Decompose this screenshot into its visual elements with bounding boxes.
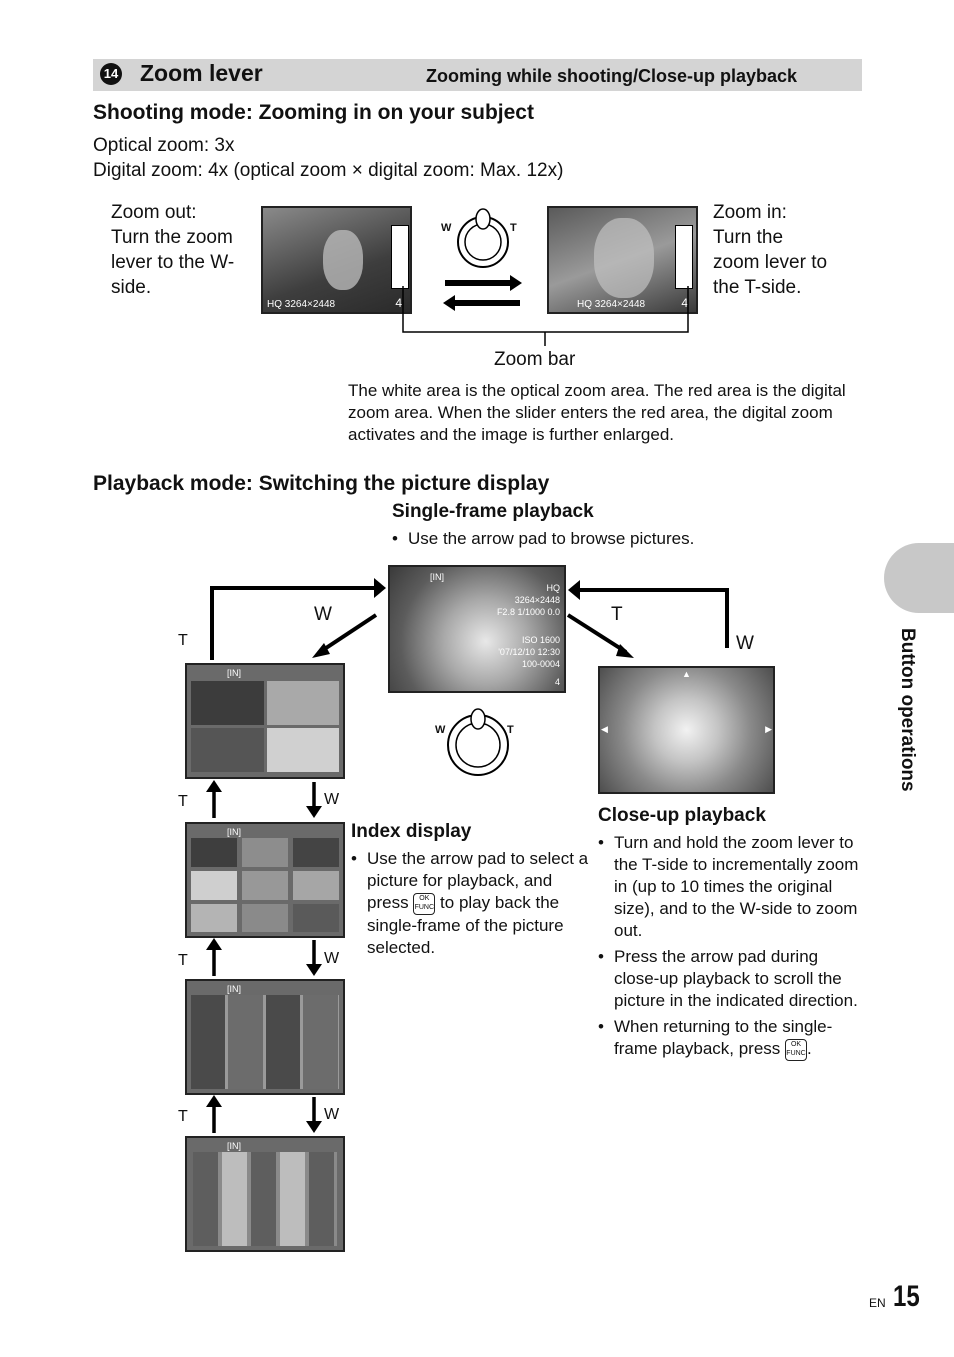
section-number: 14 (100, 63, 122, 85)
arrow-w-label: W (314, 604, 332, 625)
closeup-screen: ▲ ◀ ▶ (598, 666, 775, 794)
zoom-lever-icon (447, 708, 509, 776)
single-frame-list: Use the arrow pad to browse pictures. (392, 528, 792, 554)
digital-zoom-text: Digital zoom: 4x (optical zoom × digital… (93, 160, 564, 181)
single-frame-heading: Single-frame playback (392, 501, 594, 522)
zoom-bar-label: Zoom bar (494, 349, 576, 370)
list-item: Use the arrow pad to browse pictures. (392, 528, 792, 550)
zoom-bar-left (391, 225, 409, 289)
tw-arrows (206, 938, 322, 976)
closeup-heading: Close-up playback (598, 805, 766, 826)
zoom-out-caption: Zoom out: Turn the zoom lever to the W- … (111, 202, 235, 298)
zoom-bar-note: The white area is the optical zoom area.… (348, 381, 846, 444)
index-list: Use the arrow pad to select a picture fo… (351, 848, 591, 963)
index-screen-25: [IN] (185, 1136, 345, 1252)
zoom-lever-icon (443, 208, 522, 311)
closeup-list: Turn and hold the zoom lever to the T-si… (598, 832, 860, 1065)
arrow-w-label: W (324, 1106, 340, 1123)
index-heading: Index display (351, 821, 472, 842)
arrow-t-label: T (178, 952, 188, 969)
arrow-t-label: T (178, 632, 188, 649)
zoom-out-screen: HQ 3264×2448 4 (261, 206, 412, 314)
screen-info: HQ 3264×2448 (267, 299, 336, 310)
single-frame-screen: [IN] HQ 3264×2448 F2.8 1/1000 0.0 ISO 16… (388, 565, 566, 693)
chapter-tab (884, 543, 954, 613)
list-item: Press the arrow pad during close-up play… (598, 946, 860, 1012)
arrow-w-label: W (324, 791, 340, 808)
page-number: 15 (893, 1280, 920, 1313)
screen-count: 4 (681, 296, 688, 310)
playback-arrows (210, 578, 729, 660)
arrow-w-label: W (324, 950, 340, 967)
index-screen-16: [IN] (185, 979, 345, 1095)
list-item: When returning to the single-frame playb… (598, 1016, 860, 1061)
tw-arrows (206, 1095, 322, 1133)
chapter-tab-label: Button operations (897, 628, 918, 792)
index-screen-4: [IN] (185, 663, 345, 779)
index-screen-9: [IN] (185, 822, 345, 938)
lever-t-label: T (510, 222, 517, 234)
shooting-heading: Shooting mode: Zooming in on your subjec… (93, 101, 534, 124)
language-label: EN (869, 1296, 886, 1310)
playback-heading: Playback mode: Switching the picture dis… (93, 472, 550, 495)
arrow-w-label: W (736, 633, 754, 654)
zoom-bar-right (675, 225, 693, 289)
lever-t-label: T (507, 724, 514, 736)
optical-zoom-text: Optical zoom: 3x (93, 135, 235, 156)
section-subtitle: Zooming while shooting/Close-up playback (426, 66, 798, 86)
list-item: Turn and hold the zoom lever to the T-si… (598, 832, 860, 942)
zoom-in-screen: HQ 3264×2448 4 (547, 206, 698, 314)
zoom-in-caption: Zoom in: Turn the zoom lever to the T-si… (713, 202, 828, 298)
tw-arrows (206, 780, 322, 818)
list-item: Use the arrow pad to select a picture fo… (351, 848, 591, 959)
lever-w-label: W (441, 222, 452, 234)
zoom-bar-connector (402, 286, 689, 346)
screen-count: 4 (395, 296, 402, 310)
screen-info: HQ 3264×2448 (577, 299, 646, 310)
section-header-bar (93, 59, 862, 91)
arrow-t-label: T (611, 604, 623, 625)
arrow-t-label: T (178, 793, 188, 810)
arrow-t-label: T (178, 1108, 188, 1125)
svg-text:Button operations: Button operations (897, 628, 918, 792)
section-title: Zoom lever (140, 60, 263, 86)
lever-w-label: W (435, 724, 446, 736)
